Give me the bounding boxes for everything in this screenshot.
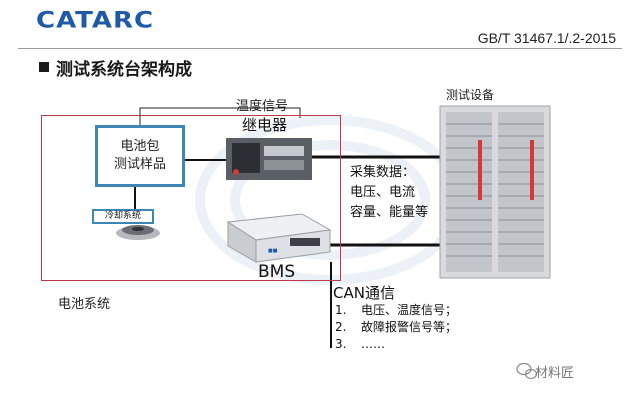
svg-text:■■: ■■ <box>268 248 278 254</box>
wechat-icon <box>516 362 538 380</box>
test-equipment-icon <box>439 105 551 279</box>
collect-data-line-3: 容量、能量等 <box>350 205 429 220</box>
battery-system-label: 电池系统 <box>58 297 111 312</box>
list-item-number: 1. <box>335 303 347 317</box>
battery-pack-line-2: 测试样品 <box>113 157 166 172</box>
can-communication-title: CAN通信 <box>333 284 395 302</box>
list-item: 3. …… <box>335 336 457 353</box>
list-item-number: 3. <box>335 337 347 351</box>
battery-pack-line-1: 电池包 <box>120 139 160 154</box>
bms-label: BMS <box>258 262 296 282</box>
collect-data-line-1: 采集数据： <box>350 165 416 180</box>
collect-data-line-2: 电压、电流 <box>350 185 416 200</box>
catarc-logo: CATARC <box>36 8 155 34</box>
list-item-number: 2. <box>335 320 347 334</box>
list-item: 1. 电压、温度信号； <box>335 302 457 319</box>
header-divider <box>18 48 622 49</box>
slide-title: 测试系统台架构成 <box>56 60 192 80</box>
title-bullet-icon <box>39 62 49 72</box>
relay-label: 继电器 <box>242 116 288 134</box>
collect-data-text: 采集数据： 电压、电流 容量、能量等 <box>350 163 428 223</box>
temperature-signal-line <box>139 107 301 125</box>
cooling-device-icon <box>116 225 160 240</box>
watermark-text: 材料匠 <box>535 366 575 381</box>
cooling-system-label: 冷却系统 <box>92 209 154 224</box>
standard-number: GB/T 31467.1/.2-2015 <box>477 30 616 46</box>
list-item-text: 电压、温度信号； <box>361 303 458 317</box>
list-item: 2. 故障报警信号等； <box>335 319 457 336</box>
bms-device-icon: ■■ <box>226 213 332 263</box>
list-item-text: …… <box>361 337 385 351</box>
battery-pack-box: 电池包 测试样品 <box>95 125 185 187</box>
temperature-signal-label: 温度信号 <box>236 99 289 114</box>
relay-device-icon <box>226 138 312 180</box>
can-communication-list: 1. 电压、温度信号； 2. 故障报警信号等； 3. …… <box>335 302 457 353</box>
list-item-text: 故障报警信号等； <box>361 320 458 334</box>
test-equipment-label: 测试设备 <box>446 88 495 102</box>
battery-system-frame <box>41 115 341 281</box>
